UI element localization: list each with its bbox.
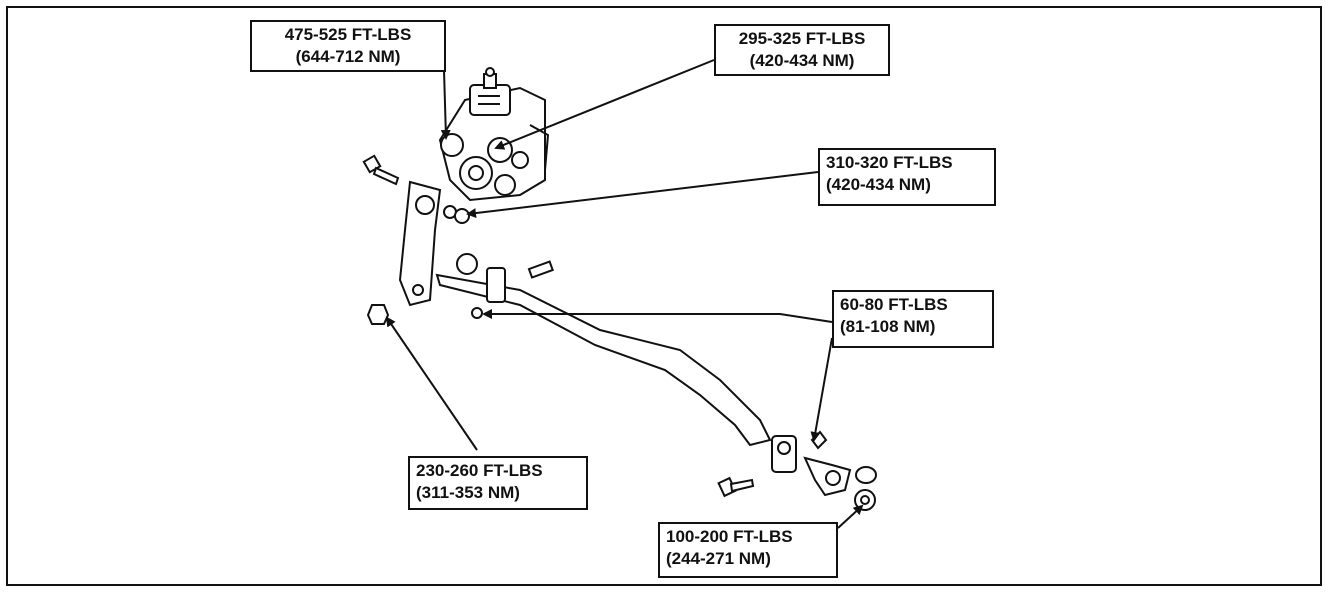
torque-callout-tie-rod-clamp: 60-80 FT-LBS (81-108 NM) bbox=[832, 290, 994, 348]
torque-ftlbs: 295-325 FT-LBS bbox=[738, 29, 866, 48]
torque-callout-drag-link-nut: 230-260 FT-LBS (311-353 NM) bbox=[408, 456, 588, 510]
drag-link bbox=[435, 253, 772, 447]
sector-nut bbox=[443, 205, 470, 224]
torque-ftlbs: 230-260 FT-LBS bbox=[416, 461, 543, 480]
torque-ftlbs: 310-320 FT-LBS bbox=[826, 153, 953, 172]
torque-callout-ball-stud-nut: 100-200 FT-LBS (244-271 NM) bbox=[658, 522, 838, 578]
torque-ftlbs: 60-80 FT-LBS bbox=[840, 295, 948, 314]
torque-callout-gear-mount-bolt: 295-325 FT-LBS (420-434 NM) bbox=[714, 24, 890, 76]
tie-rod-end bbox=[771, 430, 877, 511]
diagram-frame bbox=[6, 6, 1322, 586]
drag-link-nut bbox=[366, 304, 390, 325]
leader-lines bbox=[385, 59, 864, 529]
torque-callout-sector-shaft-nut: 310-320 FT-LBS (420-434 NM) bbox=[818, 148, 996, 206]
pitman-bolt bbox=[362, 154, 400, 186]
torque-nm: (644-712 NM) bbox=[295, 47, 401, 66]
torque-ftlbs: 475-525 FT-LBS bbox=[284, 25, 412, 44]
torque-nm: (420-434 NM) bbox=[749, 51, 855, 70]
torque-nm: (311-353 NM) bbox=[416, 483, 520, 502]
pitman-arm bbox=[398, 180, 442, 307]
torque-callout-pitman-arm-nut: 475-525 FT-LBS (644-712 NM) bbox=[250, 20, 446, 72]
torque-nm: (81-108 NM) bbox=[840, 317, 936, 336]
torque-ftlbs: 100-200 FT-LBS bbox=[666, 527, 793, 546]
clamp-bolt bbox=[717, 476, 755, 498]
torque-nm: (244-271 NM) bbox=[666, 549, 771, 568]
torque-nm: (420-434 NM) bbox=[826, 175, 931, 194]
clamp-nut-left bbox=[471, 307, 483, 319]
